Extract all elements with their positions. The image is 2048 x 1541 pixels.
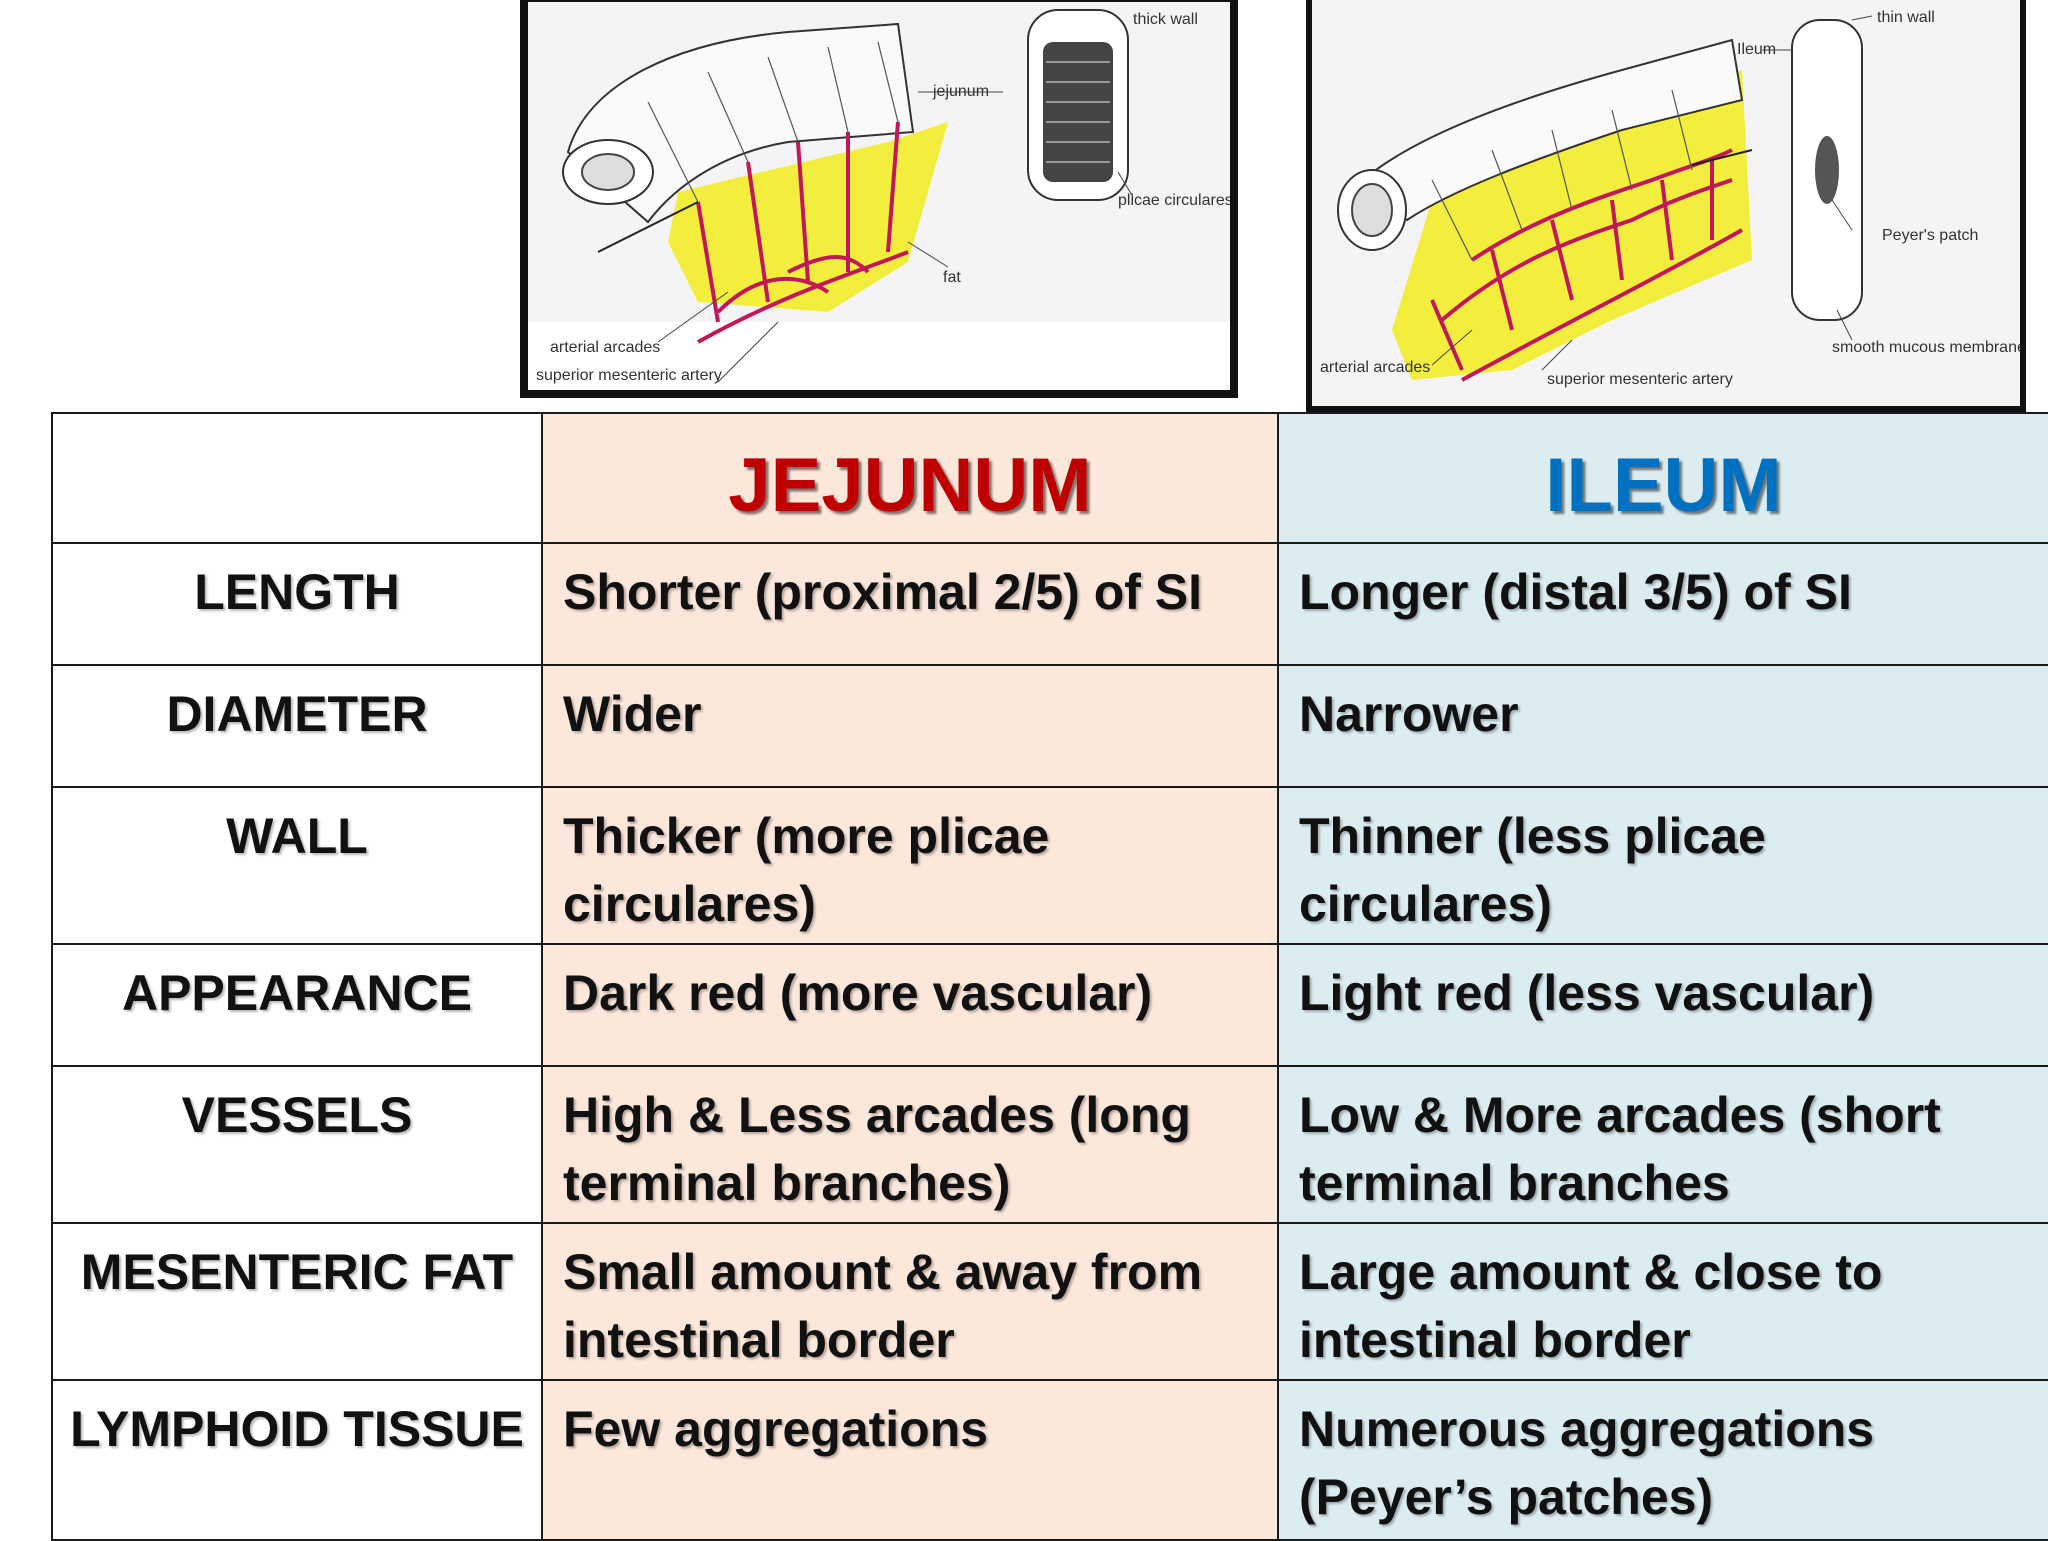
feature-length: LENGTH bbox=[51, 542, 543, 666]
feature-diameter: DIAMETER bbox=[51, 664, 543, 788]
table-row: APPEARANCE Dark red (more vascular) Ligh… bbox=[51, 943, 2048, 1067]
label-jejunum: jejunum bbox=[932, 83, 989, 100]
label-arterial-arcades: arterial arcades bbox=[1320, 359, 1430, 376]
ileum-diameter: Narrower bbox=[1277, 664, 2048, 788]
label-plicae-circulares: plicae circulares bbox=[1118, 192, 1230, 209]
table-row: MESENTERIC FAT Small amount & away from … bbox=[51, 1222, 2048, 1381]
ileum-fat-region bbox=[1392, 70, 1752, 380]
ileum-appearance: Light red (less vascular) bbox=[1277, 943, 2048, 1067]
label-arterial-arcades: arterial arcades bbox=[550, 339, 660, 356]
comparison-table: JEJUNUM ILEUM LENGTH Shorter (proximal 2… bbox=[51, 412, 2048, 1541]
table-row: DIAMETER Wider Narrower bbox=[51, 664, 2048, 788]
header-ileum: ILEUM bbox=[1277, 412, 2048, 544]
jejunum-wall: Thicker (more plicae circulares) bbox=[541, 786, 1279, 945]
label-fat: fat bbox=[943, 269, 961, 286]
peyers-patch-mark bbox=[1815, 136, 1839, 204]
ileum-diagram: thin wall Ileum Peyer's patch smooth muc… bbox=[1320, 9, 2020, 388]
label-thick-wall: thick wall bbox=[1133, 11, 1198, 28]
feature-appearance: APPEARANCE bbox=[51, 943, 543, 1067]
ileum-mesenteric-fat: Large amount & close to intestinal borde… bbox=[1277, 1222, 2048, 1381]
ileum-vessels: Low & More arcades (short terminal branc… bbox=[1277, 1065, 2048, 1224]
feature-mesenteric-fat: MESENTERIC FAT bbox=[51, 1222, 543, 1381]
table-row: WALL Thicker (more plicae circulares) Th… bbox=[51, 786, 2048, 945]
jejunum-length: Shorter (proximal 2/5) of SI bbox=[541, 542, 1279, 666]
ileum-illustration: thin wall Ileum Peyer's patch smooth muc… bbox=[1306, 0, 2026, 412]
jejunum-arrow bbox=[597, 201, 699, 253]
ileum-lymphoid-tissue: Numerous aggregations (Peyer’s patches) bbox=[1277, 1379, 2048, 1541]
feature-lymphoid-tissue: LYMPHOID TISSUE bbox=[51, 1379, 543, 1541]
ileum-arrow bbox=[1691, 149, 1753, 166]
ileum-tube bbox=[1350, 38, 1744, 222]
label-superior-mesenteric-artery: superior mesenteric artery bbox=[1547, 371, 1733, 388]
jejunum-illustration: thick wall jejunum plicae circulares fat… bbox=[520, 0, 1238, 398]
table-row: LYMPHOID TISSUE Few aggregations Numerou… bbox=[51, 1379, 2048, 1541]
empty-header-cell bbox=[51, 412, 543, 544]
table-row: VESSELS High & Less arcades (long termin… bbox=[51, 1065, 2048, 1224]
jejunum-diameter: Wider bbox=[541, 664, 1279, 788]
label-peyers-patch: Peyer's patch bbox=[1882, 227, 1978, 244]
header-jejunum-label: JEJUNUM bbox=[728, 443, 1092, 528]
feature-wall: WALL bbox=[51, 786, 543, 945]
jejunum-diagram: thick wall jejunum plicae circulares fat… bbox=[528, 9, 1230, 390]
jejunum-vessels: High & Less arcades (long terminal branc… bbox=[541, 1065, 1279, 1224]
header-row: JEJUNUM ILEUM bbox=[51, 412, 2048, 544]
jejunum-lymphoid-tissue: Few aggregations bbox=[541, 1379, 1279, 1541]
jejunum-appearance: Dark red (more vascular) bbox=[541, 943, 1279, 1067]
jejunum-tube bbox=[566, 22, 915, 224]
header-jejunum: JEJUNUM bbox=[541, 412, 1279, 544]
ileum-wall: Thinner (less plicae circulares) bbox=[1277, 786, 2048, 945]
table-row: LENGTH Shorter (proximal 2/5) of SI Long… bbox=[51, 542, 2048, 666]
label-superior-mesenteric-artery: superior mesenteric artery bbox=[536, 367, 722, 384]
label-thin-wall: thin wall bbox=[1877, 9, 1935, 26]
label-ileum: Ileum bbox=[1737, 41, 1776, 58]
ileum-length: Longer (distal 3/5) of SI bbox=[1277, 542, 2048, 666]
header-ileum-label: ILEUM bbox=[1545, 443, 1782, 528]
feature-vessels: VESSELS bbox=[51, 1065, 543, 1224]
jejunum-mesenteric-fat: Small amount & away from intestinal bord… bbox=[541, 1222, 1279, 1381]
label-smooth-mucous-membrane: smooth mucous membrane bbox=[1832, 339, 2020, 356]
